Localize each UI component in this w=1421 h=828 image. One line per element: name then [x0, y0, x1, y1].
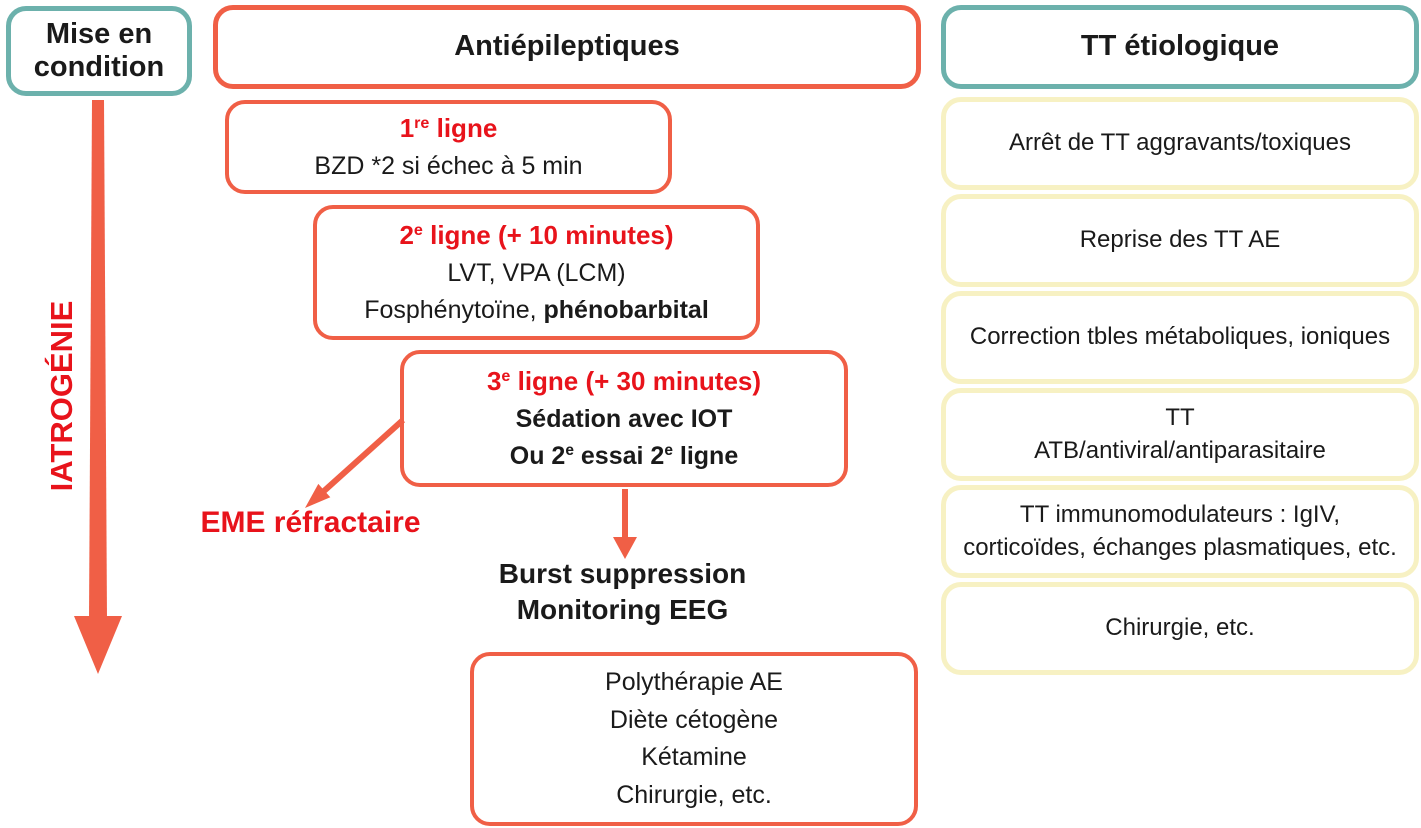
polytherapy-box: Polythérapie AE Diète cétogène Kétamine … — [470, 652, 918, 826]
iatrogenie-down-arrow-icon — [74, 100, 122, 674]
second-line-drugs1: LVT, VPA (LCM) — [447, 258, 626, 287]
etiologic-box-4-line1: TT — [1165, 404, 1195, 432]
etiologic-box-2: Reprise des TT AE — [941, 194, 1419, 287]
etiologic-box-3: Correction tbles métaboliques, ioniques — [941, 291, 1419, 384]
tt-etiologique-title: TT étiologique — [1080, 30, 1280, 63]
third-line-body2: Ou 2e essai 2e ligne — [509, 442, 739, 470]
third-line-body1: Sédation avec IOT — [515, 404, 733, 433]
first-line-body: BZD *2 si échec à 5 min — [314, 151, 583, 180]
burst-suppression-label: Burst suppression Monitoring EEG — [450, 556, 795, 629]
mise-en-condition-box: Mise en condition — [6, 6, 192, 96]
first-line-box: 1re ligne BZD *2 si échec à 5 min — [225, 100, 672, 194]
polytherapy-line: Diète cétogène — [609, 705, 779, 734]
second-line-title: 2e ligne (+ 10 minutes) — [399, 219, 674, 250]
eme-refractaire-label: EME réfractaire — [200, 506, 421, 539]
etiologic-box-4: TT ATB/antiviral/antiparasitaire — [941, 388, 1419, 481]
etiologic-box-6-line1: Chirurgie, etc. — [1105, 614, 1255, 642]
burst-suppression-line2: Monitoring EEG — [516, 594, 729, 626]
etiologic-box-6: Chirurgie, etc. — [941, 582, 1419, 675]
etiologic-box-5: TT immunomodulateurs : IgIV, corticoïdes… — [941, 485, 1419, 578]
etiologic-box-5-line2: corticoïdes, échanges plasmatiques, etc. — [963, 533, 1397, 561]
etiologic-box-4-line2: ATB/antiviral/antiparasitaire — [1034, 436, 1326, 464]
mise-en-condition-line1: Mise en — [45, 17, 153, 50]
etiologic-box-2-line1: Reprise des TT AE — [1079, 226, 1281, 254]
antiepileptiques-title: Antiépileptiques — [454, 30, 680, 63]
burst-down-arrow-icon — [613, 489, 637, 559]
polytherapy-line: Kétamine — [641, 743, 747, 771]
tt-etiologique-header: TT étiologique — [941, 5, 1419, 89]
etiologic-box-5-line1: TT immunomodulateurs : IgIV, — [1019, 501, 1341, 529]
second-line-drugs2: Fosphénytoïne, phénobarbital — [364, 296, 709, 324]
etiologic-box-1: Arrêt de TT aggravants/toxiques — [941, 97, 1419, 190]
polytherapy-line: Polythérapie AE — [605, 668, 783, 696]
refractory-diagonal-arrow-icon — [305, 417, 406, 508]
first-line-title: 1re ligne — [399, 112, 498, 143]
etiologic-box-3-line1: Correction tbles métaboliques, ioniques — [969, 323, 1391, 351]
burst-suppression-line1: Burst suppression — [498, 558, 747, 589]
antiepileptiques-header: Antiépileptiques — [213, 5, 921, 89]
third-line-title: 3e ligne (+ 30 minutes) — [486, 365, 762, 396]
third-line-box: 3e ligne (+ 30 minutes) Sédation avec IO… — [400, 350, 848, 487]
polytherapy-line: Chirurgie, etc. — [616, 780, 772, 809]
etiologic-box-1-line1: Arrêt de TT aggravants/toxiques — [1009, 129, 1351, 157]
mise-en-condition-line2: condition — [33, 51, 165, 83]
iatrogenie-label: IATROGÉNIE — [44, 300, 79, 492]
second-line-box: 2e ligne (+ 10 minutes) LVT, VPA (LCM) F… — [313, 205, 760, 340]
